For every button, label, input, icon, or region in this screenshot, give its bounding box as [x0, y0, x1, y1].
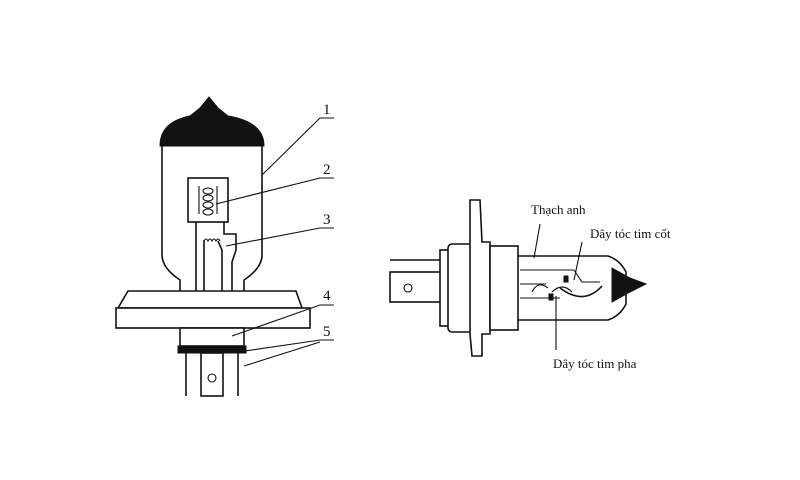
bulb-base — [179, 327, 245, 347]
high-beam-filament-coil — [198, 186, 218, 216]
filament-shield — [187, 177, 229, 223]
side-flange — [469, 199, 491, 357]
callout-2: 2 — [323, 162, 331, 178]
label-quartz: Thạch anh — [531, 202, 586, 217]
callout-leaders — [215, 117, 334, 367]
low-beam-filament-coil — [203, 238, 221, 243]
glass-envelope — [161, 142, 263, 292]
flange-plate — [115, 307, 311, 329]
label-leaders — [533, 223, 583, 350]
base-seal — [177, 345, 247, 354]
bulb-tip-cap — [159, 96, 265, 147]
support-wires — [195, 222, 237, 292]
label-low-beam-filament: Dây tóc tim cốt — [590, 226, 671, 241]
connector-tab — [389, 271, 443, 303]
terminal-pins — [185, 352, 239, 397]
collar — [489, 245, 519, 331]
side-filaments — [520, 269, 603, 301]
label-high-beam-filament: Dây tóc tim pha — [553, 356, 637, 371]
callout-5: 5 — [323, 324, 331, 340]
callout-1: 1 — [323, 102, 331, 118]
side-tip — [611, 267, 648, 303]
bulb-cross-section: 1 2 3 4 5 — [115, 96, 334, 397]
callout-4: 4 — [323, 288, 331, 304]
bulb-side-view: Thạch anh Dây tóc tim cốt Dây tóc tim ph… — [389, 199, 671, 371]
callout-3: 3 — [323, 212, 331, 228]
bulb-flange — [116, 290, 304, 309]
